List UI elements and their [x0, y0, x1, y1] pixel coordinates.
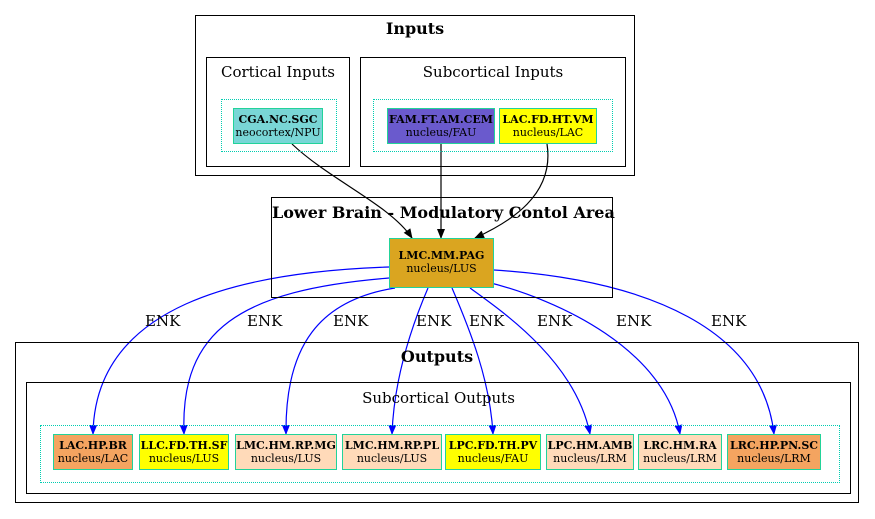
cluster-title: Outputs — [400, 347, 474, 366]
cluster-title: Lower Brain - Modulatory Contol Area — [272, 203, 615, 222]
node-name: LPC.FD.TH.PV — [448, 439, 538, 452]
node-sub: neocortex/NPU — [235, 126, 321, 139]
node-lmc-mm-pag: LMC.MM.PAG nucleus/LUS — [389, 238, 494, 288]
edge-label: ENK — [711, 312, 747, 330]
edge-label: ENK — [616, 312, 652, 330]
node-lac-fd-ht-vm: LAC.FD.HT.VM nucleus/LAC — [499, 108, 597, 144]
edge-label: ENK — [469, 312, 505, 330]
node-sub: nucleus/LRM — [643, 452, 717, 465]
node-name: LAC.FD.HT.VM — [502, 113, 594, 126]
node-sub: nucleus/LUS — [406, 262, 477, 275]
node-name: LLC.FD.TH.SF — [140, 439, 228, 452]
node-name: LMC.HM.RP.PL — [344, 439, 440, 452]
node-name: LRC.HM.RA — [643, 439, 717, 452]
cluster-title: Subcortical Inputs — [422, 63, 564, 81]
cluster-title: Cortical Inputs — [221, 63, 335, 81]
node-name: FAM.FT.AM.CEM — [389, 113, 493, 126]
node-sub: nucleus/LRM — [553, 452, 627, 465]
cluster-lower-brain: Lower Brain - Modulatory Contol Area — [271, 197, 615, 298]
cluster-subcortical-outputs: Subcortical Outputs — [26, 382, 851, 494]
cluster-subcortical-inputs: Subcortical Inputs — [360, 57, 626, 167]
edge-label: ENK — [416, 312, 452, 330]
cluster-title: Subcortical Outputs — [362, 389, 515, 407]
edge-label: ENK — [247, 312, 283, 330]
edge-label: ENK — [145, 312, 181, 330]
node-sub: nucleus/FAU — [405, 126, 477, 139]
cluster-cortical-inputs: Cortical Inputs — [206, 57, 350, 167]
node-sub: nucleus/LUS — [250, 452, 322, 465]
node-fam-ft-am-cem: FAM.FT.AM.CEM nucleus/FAU — [387, 108, 495, 144]
group-box — [40, 425, 840, 483]
cluster-inputs: Inputs Cortical Inputs Subcortical Input… — [195, 15, 635, 176]
node-sub: nucleus/LAC — [512, 126, 584, 139]
node-name: LRC.HP.PN.SC — [729, 439, 819, 452]
node-name: LPC.HM.AMB — [547, 439, 633, 452]
node-name: LAC.HP.BR — [59, 439, 127, 452]
node-cga-nc-sgc: CGA.NC.SGC neocortex/NPU — [233, 108, 323, 144]
node-name: CGA.NC.SGC — [238, 113, 318, 126]
node-sub: nucleus/LAC — [57, 452, 129, 465]
group-box — [221, 99, 337, 152]
node-sub: nucleus/LRM — [737, 452, 811, 465]
edge-label: ENK — [333, 312, 369, 330]
edge-label: ENK — [537, 312, 573, 330]
node-sub: nucleus/LUS — [148, 452, 220, 465]
cluster-title: Inputs — [385, 19, 445, 38]
node-sub: nucleus/FAU — [457, 452, 529, 465]
node-name: LMC.MM.PAG — [398, 249, 485, 262]
cluster-outputs: Outputs Subcortical Outputs — [15, 342, 859, 503]
node-sub: nucleus/LUS — [356, 452, 428, 465]
group-box — [373, 99, 613, 152]
node-name: LMC.HM.RP.MG — [236, 439, 336, 452]
